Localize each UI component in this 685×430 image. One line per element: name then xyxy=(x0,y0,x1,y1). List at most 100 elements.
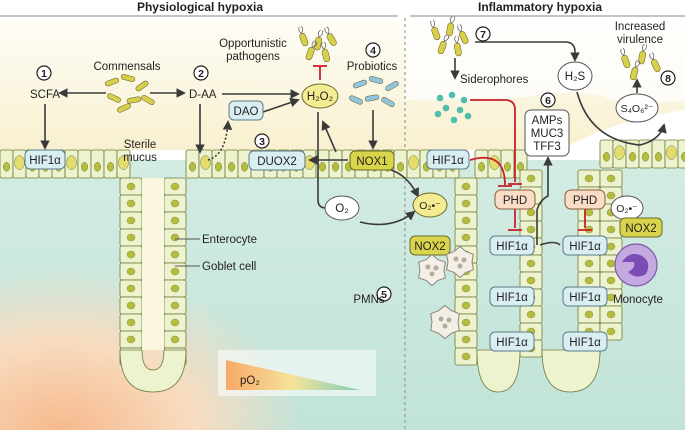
pathogen-bacteria xyxy=(298,15,661,81)
pmn-cell xyxy=(446,245,474,279)
step-markers: 1 2 3 4 5 6 7 8 xyxy=(36,26,676,302)
pmns-label: PMNs xyxy=(353,294,385,306)
pathogen-bacterium xyxy=(305,40,318,61)
cell-nucleus xyxy=(461,182,471,191)
cell-nucleus xyxy=(126,301,136,310)
cell-nucleus xyxy=(126,284,136,293)
superoxide-label-left: O₂•⁻ xyxy=(419,200,441,212)
cell-nucleus xyxy=(606,259,616,268)
hif1a-box-top-right xyxy=(426,149,470,170)
opportunistic-label-line2: pathogens xyxy=(226,51,280,63)
cell-nucleus xyxy=(478,162,485,172)
siderophore-dot xyxy=(450,116,458,124)
hif1a-crypt2-c: HIF1α xyxy=(569,337,601,349)
crypt-base xyxy=(476,349,521,393)
cell-nucleus xyxy=(215,162,222,172)
siderophores-label: Siderophores xyxy=(460,74,529,86)
step-6-label: 6 xyxy=(545,95,551,107)
pathogen-bacterium xyxy=(298,25,309,47)
step-4-marker xyxy=(365,42,381,58)
crypt-base xyxy=(119,349,187,393)
phd-label-1: PHD xyxy=(503,195,527,207)
probiotic-bacterium xyxy=(353,79,367,89)
po2-label: pO₂ xyxy=(240,375,260,387)
cell-nucleus xyxy=(461,216,471,225)
goblet-cell xyxy=(666,145,677,160)
cell-nucleus xyxy=(504,162,511,172)
mucus-label: mucus xyxy=(123,152,157,164)
nox1-label: NOX1 xyxy=(356,156,387,168)
cell-nucleus xyxy=(241,162,248,172)
step-2-label: 2 xyxy=(198,68,204,80)
step-1-marker xyxy=(36,65,52,81)
enterocyte-label: Enterocyte xyxy=(202,234,257,246)
cell-nucleus xyxy=(461,199,471,208)
cell-nucleus xyxy=(126,233,136,242)
commensals-label: Commensals xyxy=(93,61,160,73)
pathogen-bacterium xyxy=(314,29,324,51)
cell-nucleus xyxy=(332,162,339,172)
sterile-label: Sterile xyxy=(124,139,157,151)
pmn-cells xyxy=(418,245,474,340)
hif1a-crypt2-b: HIF1α xyxy=(569,292,601,304)
commensal-bacterium xyxy=(141,95,155,105)
pathogen-bacterium xyxy=(620,47,631,69)
hif1a-label-top-right: HIF1α xyxy=(432,155,464,167)
duox2-box xyxy=(248,150,306,171)
cell-nucleus xyxy=(170,199,180,208)
cell-nucleus xyxy=(606,174,616,183)
pathogen-bacterium xyxy=(446,15,456,37)
pathogen-bacterium xyxy=(649,52,661,72)
pathogen-bacterium xyxy=(324,26,337,46)
increased-label: Increased xyxy=(615,21,666,33)
cell-nucleus xyxy=(126,182,136,191)
goblet-cell xyxy=(200,155,211,170)
cell-nucleus xyxy=(606,225,616,234)
cell-nucleus xyxy=(170,335,180,344)
goblet-cell xyxy=(614,145,625,160)
cell-nucleus xyxy=(526,174,536,183)
cell-nucleus xyxy=(126,216,136,225)
cell-nucleus xyxy=(397,162,404,172)
cell-nucleus xyxy=(681,152,685,162)
duox2-label: DUOX2 xyxy=(257,156,297,168)
commensal-bacterium xyxy=(117,103,131,113)
cell-nucleus xyxy=(642,152,649,162)
crypt-base xyxy=(541,349,601,393)
step-7-label: 7 xyxy=(480,29,486,41)
crypt-lumen xyxy=(142,178,164,350)
siderophore-dot xyxy=(456,106,464,114)
cell-nucleus xyxy=(606,242,616,251)
amps-box xyxy=(524,109,570,157)
goblet-cell-label: Goblet cell xyxy=(202,261,256,273)
header-physiological-hypoxia: Physiological hypoxia xyxy=(137,0,263,14)
probiotics-label: Probiotics xyxy=(347,61,398,73)
dao-label: DAO xyxy=(234,106,259,118)
step-8-marker xyxy=(660,70,676,86)
cell-nucleus xyxy=(606,276,616,285)
phd-box-2 xyxy=(564,189,606,210)
tff3-label: TFF3 xyxy=(533,141,560,153)
step-6-marker xyxy=(540,92,556,108)
cell-nucleus xyxy=(461,352,471,361)
cell-nucleus xyxy=(228,162,235,172)
cell-nucleus xyxy=(655,152,662,162)
commensal-bacterium xyxy=(107,93,121,103)
s4o6-node xyxy=(615,93,659,123)
cell-nucleus xyxy=(584,174,594,183)
cell-nucleus xyxy=(603,152,610,162)
pathogen-bacterium xyxy=(457,24,469,44)
hif1a-crypt1-c: HIF1α xyxy=(496,337,528,349)
goblet-cell xyxy=(118,155,129,170)
hif1a-label-left: HIF1α xyxy=(29,155,61,167)
commensal-bacteria xyxy=(105,74,155,113)
amps-label: AMPs xyxy=(532,115,563,127)
step-5-label: 5 xyxy=(381,289,387,301)
h2o2-label: H₂O₂ xyxy=(307,91,333,103)
o2-label: O₂ xyxy=(335,203,348,215)
step-8-label: 8 xyxy=(665,73,671,85)
cell-nucleus xyxy=(107,162,114,172)
nox1-box xyxy=(349,150,395,171)
cell-nucleus xyxy=(3,162,10,172)
probiotic-bacterium xyxy=(381,97,395,107)
